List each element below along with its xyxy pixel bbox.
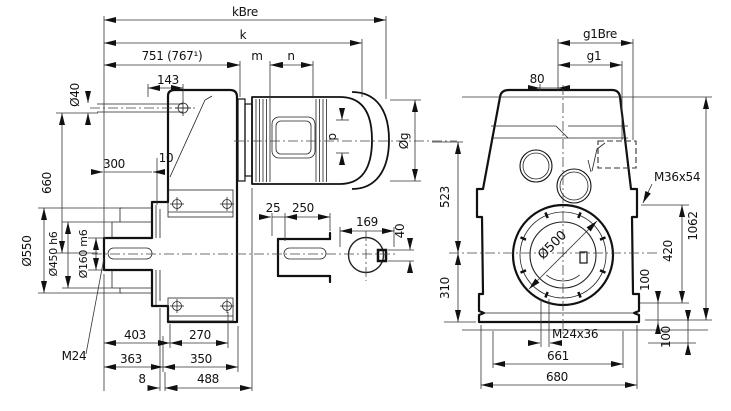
dim-label-169: 169 <box>356 215 378 229</box>
left-view-extension-lines <box>38 16 421 391</box>
dim-label-dia500: Ø500 <box>535 228 570 263</box>
dim-label-300: 300 <box>103 157 125 171</box>
dim-label-143: 143 <box>157 73 179 87</box>
dim-label-m24: M24 <box>62 349 87 363</box>
dim-label-p: p <box>325 133 339 140</box>
dim-label-m36x54: M36x54 <box>654 170 700 184</box>
dim-label-100-lower: 100 <box>659 326 673 348</box>
front-housing-outline <box>475 88 641 324</box>
dim-label-k: k <box>240 28 247 42</box>
dim-label-661: 661 <box>547 349 569 363</box>
terminal-box-hidden <box>587 140 637 173</box>
pad-bolt-holes <box>170 197 234 313</box>
dim-label-40: 40 <box>393 224 407 239</box>
dim-label-403: 403 <box>124 328 146 342</box>
motor <box>234 91 457 190</box>
dim-label-kbre: kBre <box>232 5 258 19</box>
dim-label-dia450h6: Ø450 h6 <box>47 231 60 276</box>
inspection-bosses <box>519 149 592 204</box>
dim-label-m: m <box>251 49 262 63</box>
key-cross-section <box>376 248 388 263</box>
dim-label-n: n <box>287 49 294 63</box>
mounting-pads <box>167 189 234 322</box>
dim-label-10: 10 <box>159 151 174 165</box>
output-shaft-keyway <box>107 247 153 260</box>
dim-label-g1bre: g1Bre <box>583 27 617 41</box>
dim-label-420: 420 <box>661 240 675 262</box>
dim-label-m24x36: M24x36 <box>552 327 598 341</box>
dim-label-523: 523 <box>438 186 452 208</box>
dim-label-100-upper: 100 <box>638 269 652 291</box>
dim-label-270: 270 <box>189 328 211 342</box>
hollow-shaft-detail <box>276 231 332 284</box>
dim-label-488: 488 <box>197 372 219 386</box>
dim-label-363: 363 <box>120 352 142 366</box>
dim-label-dia160m6: Ø160 m6 <box>77 229 90 278</box>
left-view-dimension-lines <box>41 17 418 391</box>
dim-label-350: 350 <box>190 352 212 366</box>
left-view: kBre k 751 (767¹) m n 143 Ø40 300 10 660… <box>20 5 457 391</box>
dim-label-751: 751 (767¹) <box>142 49 203 63</box>
dim-label-8: 8 <box>138 372 145 386</box>
shaft-section-detail <box>347 231 388 281</box>
dim-label-25: 25 <box>266 201 281 215</box>
dim-label-680: 680 <box>546 370 568 384</box>
dim-label-diag: Øg <box>397 133 411 149</box>
fan-guard <box>351 91 390 190</box>
right-view: g1Bre g1 80 M36x54 523 310 1062 420 100 … <box>432 27 712 389</box>
dim-label-dia40: Ø40 <box>68 83 82 107</box>
dim-label-80: 80 <box>530 72 545 86</box>
gear-housing-outline <box>102 88 239 324</box>
terminal-box-side <box>271 116 316 159</box>
upper-shaft-stub <box>90 100 196 116</box>
dim-label-250: 250 <box>292 201 314 215</box>
dim-label-660: 660 <box>40 172 54 194</box>
dim-label-310: 310 <box>438 277 452 299</box>
dim-label-dia550: Ø550 <box>20 235 34 266</box>
flange-bolt-marks <box>520 212 606 298</box>
cooling-fins <box>255 99 327 182</box>
dim-label-g1: g1 <box>587 49 602 63</box>
dim-label-1062: 1062 <box>686 211 700 240</box>
right-view-dimension-lines <box>455 40 709 388</box>
